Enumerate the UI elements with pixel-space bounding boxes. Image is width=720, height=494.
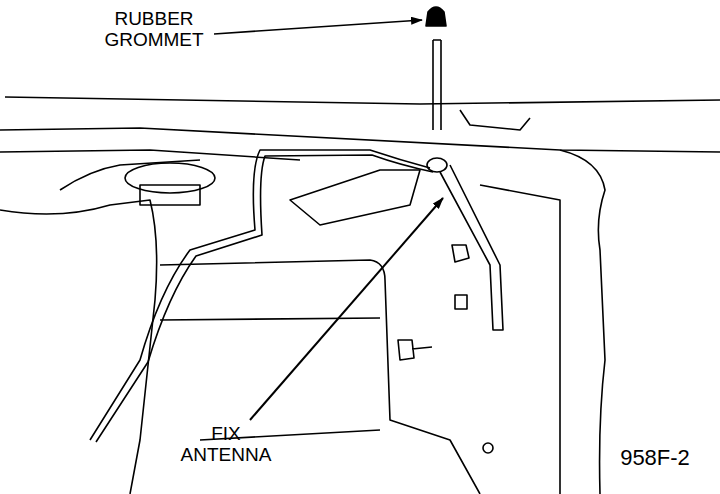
left-panel — [0, 200, 157, 494]
figure-number: 958F-2 — [600, 446, 710, 470]
grommet — [426, 7, 446, 26]
bolt — [398, 340, 432, 360]
trunk-line — [160, 318, 380, 320]
speaker — [125, 163, 215, 193]
speaker-housing — [290, 170, 420, 225]
speaker-base — [140, 185, 200, 205]
deck-lip — [0, 150, 300, 160]
deck-edge — [0, 128, 720, 152]
part-label: FIX ANTENNA — [170, 424, 282, 466]
leader-line — [214, 20, 422, 34]
part-label: RUBBER GROMMET — [96, 9, 212, 51]
antenna-cable-2 — [96, 155, 433, 442]
deck-line — [5, 97, 720, 104]
trunk-wall — [160, 260, 480, 494]
hinge — [460, 110, 530, 130]
hole — [483, 443, 493, 453]
antenna-mast — [433, 40, 441, 130]
antenna-base — [427, 158, 447, 172]
leader-line — [250, 198, 443, 420]
antenna-bracket — [440, 165, 503, 330]
inner-panel — [480, 185, 560, 494]
nut — [452, 245, 469, 262]
clip — [455, 295, 467, 309]
quarter-panel — [560, 150, 605, 494]
